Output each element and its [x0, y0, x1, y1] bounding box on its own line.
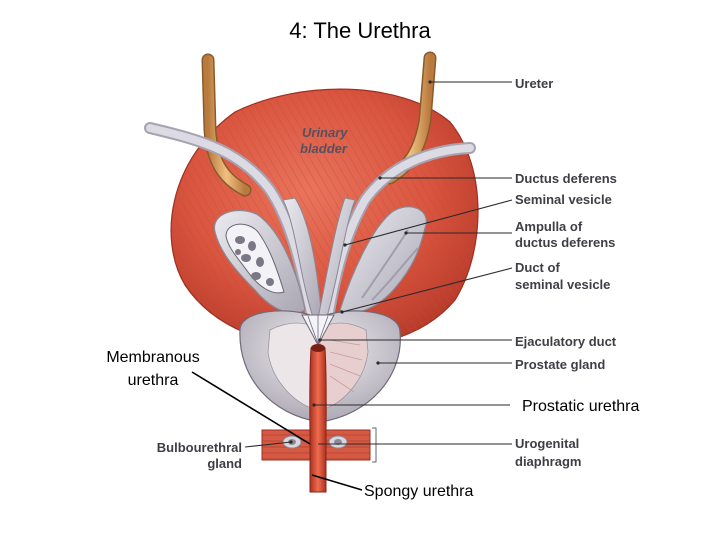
ejaculatory-duct [301, 314, 335, 347]
leader-dots [289, 80, 432, 444]
label-ampulla-line1: Ampulla of [515, 219, 583, 234]
label-membranous-line2: urethra [128, 372, 179, 389]
label-bulbourethral-line1: Bulbourethral [157, 440, 242, 455]
label-membranous-line1: Membranous [106, 349, 199, 366]
label-duct-of-seminal-vesicle-line1: Duct of [515, 260, 560, 275]
label-ampulla-line2: ductus deferens [515, 235, 615, 250]
label-ureter: Ureter [515, 76, 553, 91]
urinary-bladder [170, 88, 479, 349]
slide-title: 4: The Urethra [289, 18, 431, 43]
label-ductus-deferens: Ductus deferens [515, 171, 617, 186]
seminal-vesicle-left [213, 209, 306, 314]
leader-membranous [191, 371, 311, 445]
label-seminal-vesicle: Seminal vesicle [515, 192, 612, 207]
leader-seminal-vesicle [344, 199, 513, 246]
leader-spongy [311, 474, 363, 491]
label-bulbourethral-line2: gland [207, 456, 242, 471]
label-prostatic-urethra: Prostatic urethra [522, 398, 639, 415]
label-spongy-urethra: Spongy urethra [364, 483, 474, 500]
label-urogenital-line2: diaphragm [515, 454, 581, 469]
leader-duct-of [341, 267, 513, 313]
label-urinary-bladder-line2: bladder [300, 141, 348, 156]
label-prostate-gland: Prostate gland [515, 357, 605, 372]
label-urinary-bladder-line1: Urinary [302, 125, 348, 140]
leader-bulbourethral [244, 441, 292, 448]
label-urogenital-line1: Urogenital [515, 436, 579, 451]
urethra [309, 344, 327, 493]
label-duct-of-seminal-vesicle-line2: seminal vesicle [515, 277, 610, 292]
label-ejaculatory-duct: Ejaculatory duct [515, 334, 617, 349]
leader-lines [191, 81, 513, 491]
